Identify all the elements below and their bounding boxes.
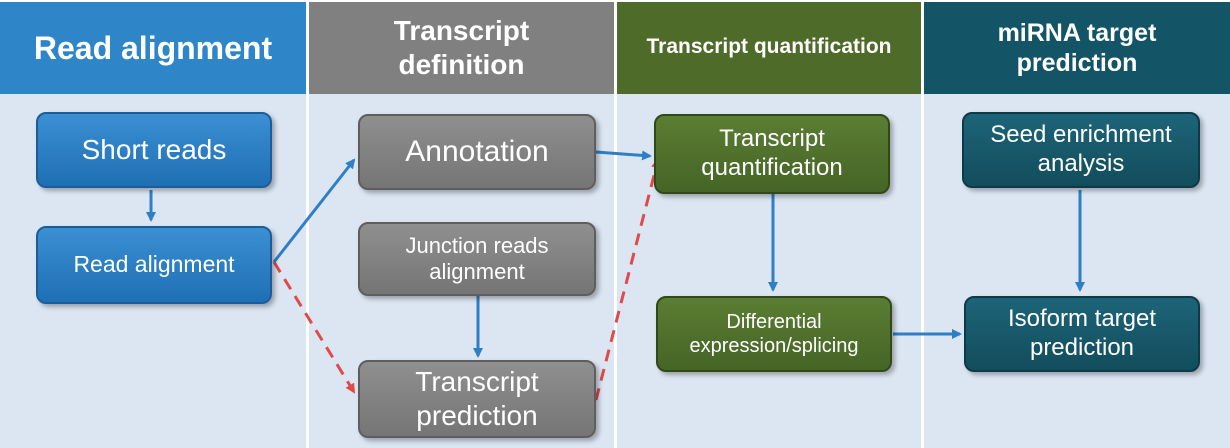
node-read-alignment: Read alignment — [36, 226, 272, 304]
node-short-reads: Short reads — [36, 112, 272, 188]
column-header-transcript-quantification: Transcript quantification — [617, 2, 921, 94]
node-transcript-quantification: Transcript quantification — [654, 114, 890, 194]
column-header-transcript-definition: Transcript definition — [309, 2, 614, 94]
node-differential-expression: Differential expression/splicing — [656, 296, 892, 372]
node-transcript-prediction: Transcript prediction — [358, 360, 596, 438]
node-isoform-target-prediction: Isoform target prediction — [964, 296, 1200, 372]
node-junction-reads-alignment: Junction reads alignment — [358, 222, 596, 296]
column-header-mirna-target-prediction: miRNA target prediction — [924, 2, 1230, 94]
column-header-read-alignment: Read alignment — [0, 2, 306, 94]
node-seed-enrichment-analysis: Seed enrichment analysis — [962, 112, 1200, 188]
node-annotation: Annotation — [358, 114, 596, 190]
